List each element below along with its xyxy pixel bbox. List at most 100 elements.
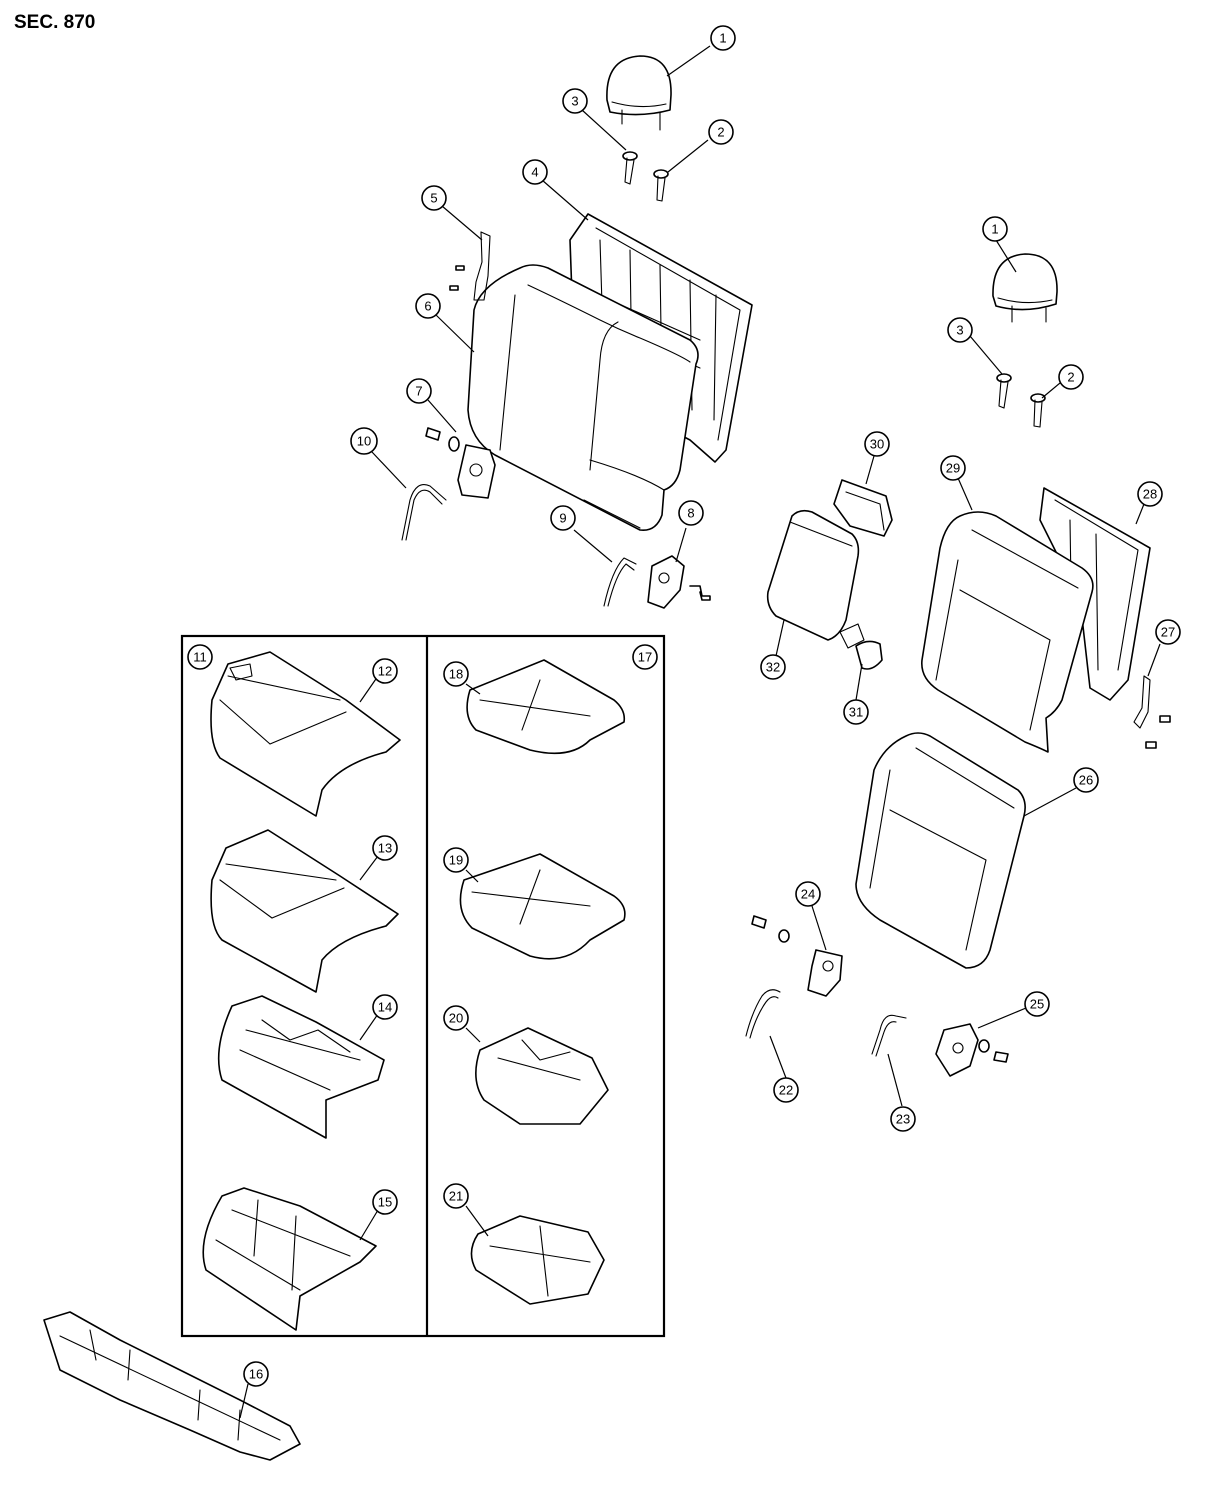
- callout-10: 10: [350, 427, 378, 455]
- callout-24: 24: [795, 881, 821, 907]
- bracket-24: [751, 915, 843, 997]
- callout-3a: 3: [562, 88, 588, 114]
- hinge-bracket-7: [425, 427, 496, 499]
- callout-4: 4: [522, 159, 548, 185]
- svg-text:26: 26: [1079, 773, 1093, 788]
- callout-7: 7: [406, 378, 432, 404]
- svg-text:12: 12: [378, 664, 392, 679]
- callout-28: 28: [1137, 481, 1163, 507]
- leader-lines: [239, 45, 1161, 1419]
- svg-text:23: 23: [896, 1112, 910, 1127]
- svg-text:18: 18: [449, 667, 463, 682]
- callout-9: 9: [550, 505, 576, 531]
- svg-text:5: 5: [430, 191, 437, 206]
- callout-32: 32: [760, 654, 786, 680]
- svg-text:22: 22: [779, 1083, 793, 1098]
- wire-23: [871, 1014, 907, 1057]
- callout-31: 31: [843, 699, 869, 725]
- bracket-25: [935, 1023, 1009, 1077]
- armrest-cap-30: [833, 479, 893, 537]
- svg-text:20: 20: [449, 1011, 463, 1026]
- svg-text:8: 8: [687, 506, 694, 521]
- svg-text:14: 14: [378, 1000, 392, 1015]
- callout-16: 16: [243, 1361, 269, 1387]
- cushion-frame-21: [470, 1215, 605, 1305]
- callout-1b: 1: [982, 216, 1008, 242]
- svg-text:2: 2: [717, 125, 724, 140]
- svg-text:31: 31: [849, 705, 863, 720]
- cushion-frame-15: [202, 1187, 377, 1331]
- svg-text:16: 16: [249, 1367, 263, 1382]
- wire-9: [603, 557, 637, 607]
- svg-text:29: 29: [946, 461, 960, 476]
- svg-text:17: 17: [638, 650, 652, 665]
- seatback-cover-left: [467, 264, 699, 532]
- svg-text:13: 13: [378, 841, 392, 856]
- svg-text:28: 28: [1143, 487, 1157, 502]
- callout-3b: 3: [947, 317, 973, 343]
- callout-2b: 2: [1058, 364, 1084, 390]
- cushion-12: [210, 651, 401, 817]
- callout-22: 22: [773, 1077, 799, 1103]
- callout-26: 26: [1073, 767, 1099, 793]
- seatback-frame-right: [1039, 487, 1151, 701]
- hinge-bracket-5: [449, 231, 491, 301]
- svg-text:25: 25: [1030, 997, 1044, 1012]
- svg-text:24: 24: [801, 887, 815, 902]
- cushion-19: [459, 853, 626, 960]
- svg-text:4: 4: [531, 165, 538, 180]
- svg-text:32: 32: [766, 660, 780, 675]
- seatback-cover-right: [921, 511, 1094, 753]
- svg-text:3: 3: [571, 94, 578, 109]
- svg-text:27: 27: [1161, 625, 1175, 640]
- headrest-guide-right: [996, 373, 1046, 428]
- headrest-left: [606, 55, 672, 131]
- wire-22: [745, 989, 781, 1039]
- svg-text:10: 10: [357, 434, 371, 449]
- svg-text:2: 2: [1067, 370, 1074, 385]
- svg-text:30: 30: [870, 437, 884, 452]
- callout-8: 8: [678, 500, 704, 526]
- callout-29: 29: [940, 455, 966, 481]
- callout-19: 19: [443, 847, 469, 873]
- callout-23: 23: [890, 1106, 916, 1132]
- callout-12: 12: [372, 658, 398, 684]
- svg-text:11: 11: [193, 650, 207, 665]
- callout-21: 21: [443, 1183, 469, 1209]
- cushion-pad-14: [217, 995, 385, 1139]
- callout-30: 30: [864, 431, 890, 457]
- cushion-13: [210, 829, 399, 993]
- cushion-pad-20: [475, 1027, 609, 1125]
- callout-15: 15: [372, 1189, 398, 1215]
- callout-27: 27: [1155, 619, 1181, 645]
- cushion-18: [466, 659, 626, 755]
- svg-text:6: 6: [424, 299, 431, 314]
- headrest-right: [992, 253, 1058, 323]
- svg-text:7: 7: [415, 384, 422, 399]
- svg-text:19: 19: [449, 853, 463, 868]
- armrest-32: [766, 509, 860, 641]
- svg-text:21: 21: [449, 1189, 463, 1204]
- callout-13: 13: [372, 835, 398, 861]
- callout-17: 17: [632, 644, 658, 670]
- callout-11: 11: [187, 644, 213, 670]
- headrest-guide-left: [622, 151, 669, 202]
- seat-base-frame-16: [43, 1311, 301, 1461]
- svg-text:15: 15: [378, 1195, 392, 1210]
- svg-text:9: 9: [559, 511, 566, 526]
- cup-holder-31: [839, 623, 883, 670]
- callout-20: 20: [443, 1005, 469, 1031]
- callout-2a: 2: [708, 119, 734, 145]
- callout-14: 14: [372, 994, 398, 1020]
- hinge-bracket-27: [1133, 675, 1171, 749]
- callout-5: 5: [421, 185, 447, 211]
- callout-18: 18: [443, 661, 469, 687]
- svg-text:3: 3: [956, 323, 963, 338]
- wire-10: [401, 484, 447, 541]
- svg-text:1: 1: [991, 222, 998, 237]
- seatback-26: [855, 732, 1026, 969]
- callout-6: 6: [415, 293, 441, 319]
- bracket-8: [647, 555, 711, 609]
- callout-25: 25: [1024, 991, 1050, 1017]
